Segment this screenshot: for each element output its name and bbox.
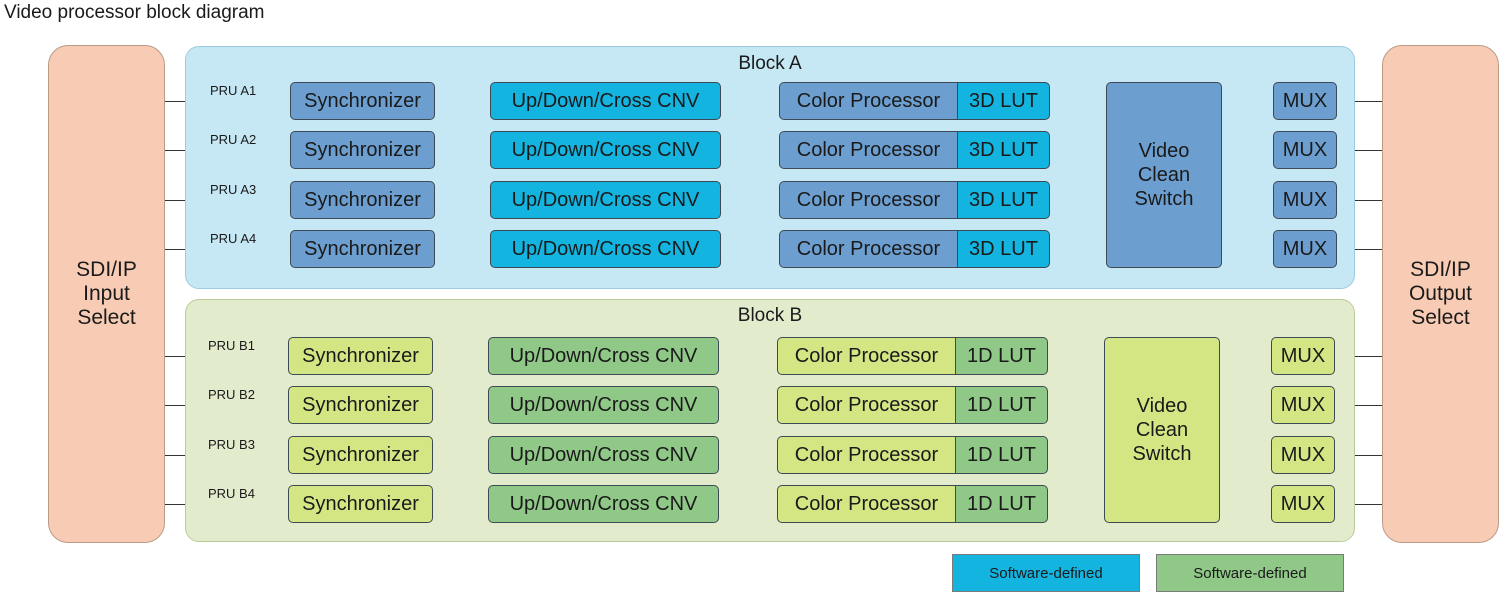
pru-a4-label: PRU A4 xyxy=(210,231,257,246)
connector-line xyxy=(1335,405,1382,406)
converter-a3: Up/Down/Cross CNV xyxy=(490,181,721,219)
color-processor-b4: Color Processor xyxy=(777,485,955,523)
lut-a1: 3D LUT xyxy=(957,82,1050,120)
color-processor-a2: Color Processor xyxy=(779,131,957,169)
synchronizer-a3: Synchronizer xyxy=(290,181,435,219)
color-processor-b2: Color Processor xyxy=(777,386,955,424)
color-processor-b1: Color Processor xyxy=(777,337,955,375)
pru-a3-label: PRU A3 xyxy=(210,182,257,197)
mux-a3: MUX xyxy=(1273,181,1337,219)
connector-line xyxy=(1337,200,1382,201)
pru-b4-label: PRU B4 xyxy=(208,486,255,501)
block-a-title: Block A xyxy=(738,53,802,74)
block-b-video-clean-switch: Video Clean Switch xyxy=(1104,337,1220,523)
converter-b2: Up/Down/Cross CNV xyxy=(488,386,719,424)
pru-a1-label: PRU A1 xyxy=(210,83,257,98)
converter-b4: Up/Down/Cross CNV xyxy=(488,485,719,523)
color-processor-a1: Color Processor xyxy=(779,82,957,120)
synchronizer-b2: Synchronizer xyxy=(288,386,433,424)
lut-b2: 1D LUT xyxy=(955,386,1048,424)
synchronizer-b4: Synchronizer xyxy=(288,485,433,523)
mux-b4: MUX xyxy=(1271,485,1335,523)
diagram-title: Video processor block diagram xyxy=(4,2,265,23)
converter-a1: Up/Down/Cross CNV xyxy=(490,82,721,120)
lut-b3: 1D LUT xyxy=(955,436,1048,474)
converter-a2: Up/Down/Cross CNV xyxy=(490,131,721,169)
mux-b1: MUX xyxy=(1271,337,1335,375)
connector-line xyxy=(1337,249,1382,250)
mux-a2: MUX xyxy=(1273,131,1337,169)
mux-a1: MUX xyxy=(1273,82,1337,120)
mux-b3: MUX xyxy=(1271,436,1335,474)
connector-line xyxy=(1335,455,1382,456)
color-processor-b3: Color Processor xyxy=(777,436,955,474)
converter-b1: Up/Down/Cross CNV xyxy=(488,337,719,375)
lut-a4: 3D LUT xyxy=(957,230,1050,268)
block-b-title: Block B xyxy=(737,305,803,326)
synchronizer-b3: Synchronizer xyxy=(288,436,433,474)
color-processor-a4: Color Processor xyxy=(779,230,957,268)
converter-a4: Up/Down/Cross CNV xyxy=(490,230,721,268)
output-select-box: SDI/IP Output Select xyxy=(1382,45,1499,543)
lut-b4: 1D LUT xyxy=(955,485,1048,523)
connector-line xyxy=(1335,504,1382,505)
block-a-video-clean-switch: Video Clean Switch xyxy=(1106,82,1222,268)
pru-b2-label: PRU B2 xyxy=(208,387,255,402)
lut-b1: 1D LUT xyxy=(955,337,1048,375)
pru-a2-label: PRU A2 xyxy=(210,132,257,147)
legend-software-defined-blue: Software-defined xyxy=(952,554,1140,592)
synchronizer-a1: Synchronizer xyxy=(290,82,435,120)
connector-line xyxy=(1337,150,1382,151)
synchronizer-a4: Synchronizer xyxy=(290,230,435,268)
color-processor-a3: Color Processor xyxy=(779,181,957,219)
synchronizer-a2: Synchronizer xyxy=(290,131,435,169)
lut-a3: 3D LUT xyxy=(957,181,1050,219)
input-select-box: SDI/IP Input Select xyxy=(48,45,165,543)
legend-software-defined-green: Software-defined xyxy=(1156,554,1344,592)
connector-line xyxy=(1337,101,1382,102)
mux-a4: MUX xyxy=(1273,230,1337,268)
pru-b1-label: PRU B1 xyxy=(208,338,255,353)
converter-b3: Up/Down/Cross CNV xyxy=(488,436,719,474)
pru-b3-label: PRU B3 xyxy=(208,437,255,452)
connector-line xyxy=(1335,356,1382,357)
lut-a2: 3D LUT xyxy=(957,131,1050,169)
mux-b2: MUX xyxy=(1271,386,1335,424)
synchronizer-b1: Synchronizer xyxy=(288,337,433,375)
